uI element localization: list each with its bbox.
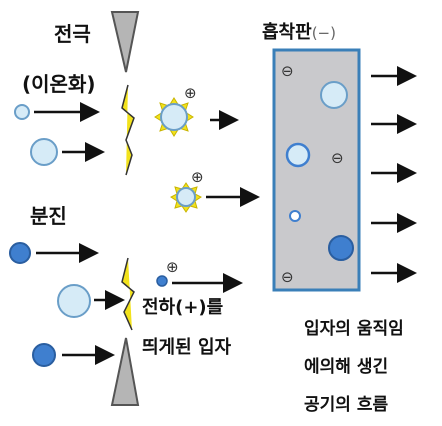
plate-particle-3 (289, 210, 301, 222)
particle-incoming-2 (30, 138, 58, 166)
plus-sign-2: ⊕ (191, 168, 204, 186)
label-electrode: 전극 (54, 22, 91, 46)
label-collector: 흡착판(−) (262, 18, 336, 44)
plate-minus-2: ⊖ (331, 149, 344, 167)
particle-incoming-1 (14, 104, 30, 120)
electrode-bottom (110, 337, 140, 406)
label-flow-line2: 에의해 생긴 (304, 357, 389, 377)
plate-particle-2 (285, 142, 311, 168)
plate-minus-3: ⊖ (281, 268, 294, 286)
particle-incoming-3 (9, 242, 31, 264)
plate-particle-1 (320, 81, 348, 109)
label-ionization: (이온화) (22, 72, 96, 96)
plus-sign-3: ⊕ (166, 258, 179, 276)
charged-particle-1 (154, 97, 194, 137)
spark-bottom (121, 257, 135, 331)
plate-minus-1: ⊖ (281, 62, 294, 80)
charged-particle-2 (170, 182, 202, 213)
label-flow-line3: 공기의 흐름 (304, 395, 389, 415)
collector-sign-label: (−) (311, 24, 336, 42)
label-charged-line2: 띄게된 입자 (142, 337, 232, 358)
label-flow-line1: 입자의 움직임 (304, 319, 404, 339)
electrode-top (110, 11, 140, 73)
plate-particle-4 (328, 235, 354, 261)
collector-plate-label: 흡착판 (262, 22, 312, 43)
particle-incoming-4 (57, 284, 91, 318)
spark-top (121, 84, 135, 176)
charged-particle-3 (156, 275, 168, 287)
particle-incoming-5 (32, 343, 56, 367)
label-dust: 분진 (30, 204, 67, 228)
plus-sign-1: ⊕ (184, 84, 197, 102)
label-charged-line1: 전하(+)를 (142, 297, 224, 318)
